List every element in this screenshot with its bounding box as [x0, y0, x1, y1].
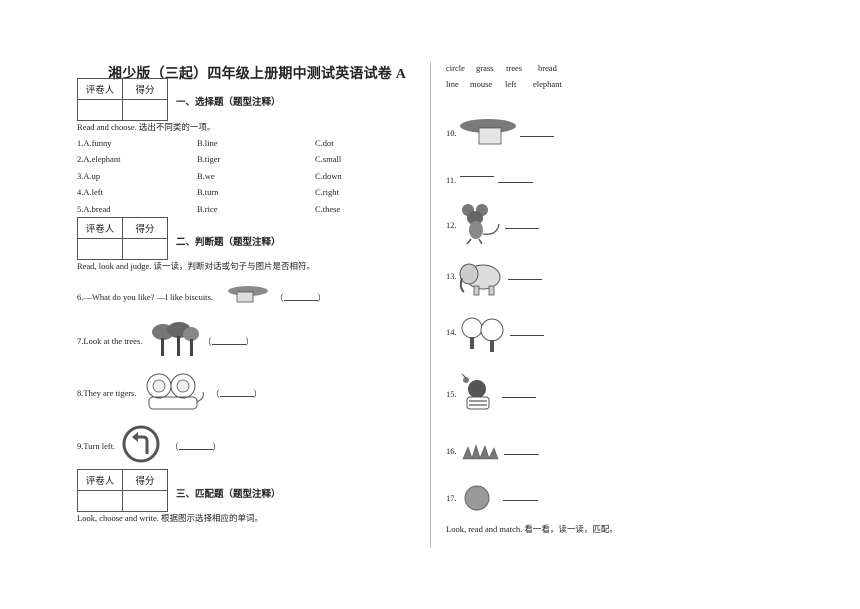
paren-close: ） [253, 389, 263, 399]
reviewer-cell[interactable] [77, 99, 123, 121]
word-left: left [505, 79, 517, 89]
score-cell[interactable] [122, 490, 168, 512]
score-label: 得分 [122, 217, 168, 239]
q15-number: 15. [446, 389, 457, 399]
child-reading-icon [461, 373, 490, 410]
word-mouse: mouse [470, 79, 493, 89]
score-box-3: 评卷人得分 [77, 469, 168, 512]
q3-option-a: 3.A.up [77, 171, 101, 181]
section1-heading: 一、选择题（题型注释） [176, 98, 281, 108]
reviewer-label: 评卷人 [77, 469, 123, 491]
q2-option-b: B.tiger [197, 154, 221, 164]
paren-open: （ [275, 293, 284, 303]
q4-option-c: C.right [315, 187, 339, 197]
q6-text: 6.—What do you like? —I like biscuits. [77, 292, 213, 302]
q7-answer[interactable]: （） [203, 335, 254, 348]
q7-text: 7.Look at the trees. [77, 336, 143, 346]
score-box-2: 评卷人得分 [77, 217, 168, 260]
q11-answer-line[interactable] [498, 182, 533, 183]
column-divider [430, 62, 431, 548]
grass-icon [462, 443, 499, 460]
footer-instruction: Look, read and match. 看一看，读一读，匹配。 [446, 524, 618, 534]
paren-open: （ [170, 442, 179, 452]
page-title: 湘少版（三起）四年级上册期中测试英语试卷 A [108, 67, 407, 82]
turn-left-sign-icon [122, 425, 160, 463]
q13-number: 13. [446, 271, 457, 281]
paren-close: ） [212, 442, 222, 452]
q6-answer[interactable]: （） [275, 291, 326, 304]
score-box-1: 评卷人得分 [77, 78, 168, 121]
q5-option-c: C.these [315, 204, 341, 214]
q8-answer[interactable]: （） [211, 387, 262, 400]
q12-number: 12. [446, 220, 457, 230]
q8-text: 8.They are tigers. [77, 388, 137, 398]
q12-answer-line[interactable] [505, 228, 539, 229]
word-grass: grass [476, 63, 494, 73]
q2-option-c: C.small [315, 154, 342, 164]
paren-close: ） [245, 337, 255, 347]
circle-icon [464, 485, 490, 511]
q1-option-c: C.dot [315, 138, 334, 148]
q10-number: 10. [446, 128, 457, 138]
q16-number: 16. [446, 446, 457, 456]
lions-icon [146, 373, 204, 410]
elephant-icon [459, 263, 501, 296]
bread-icon [460, 119, 516, 145]
q1-option-b: B.line [197, 138, 218, 148]
reviewer-label: 评卷人 [77, 217, 123, 239]
section2-instruction: Read, look and judge. 读一读，判断对话或句子与图片是否相符… [77, 261, 315, 271]
q5-option-b: B.rice [197, 204, 218, 214]
paren-open: （ [211, 389, 220, 399]
q17-number: 17. [446, 493, 457, 503]
q11-number: 11. [446, 175, 457, 185]
q9-text: 9.Turn left. [77, 441, 116, 451]
trees-icon [152, 322, 199, 356]
paren-close: ） [317, 293, 327, 303]
q15-answer-line[interactable] [502, 397, 536, 398]
word-trees: trees [506, 63, 523, 73]
reviewer-label: 评卷人 [77, 78, 123, 100]
reviewer-cell[interactable] [77, 490, 123, 512]
score-cell[interactable] [122, 238, 168, 260]
paren-open: （ [203, 337, 212, 347]
line-picture [460, 176, 494, 177]
q4-option-a: 4.A.left [77, 187, 103, 197]
trees-icon [461, 317, 504, 352]
score-label: 得分 [122, 469, 168, 491]
q2-option-a: 2.A.elephant [77, 154, 121, 164]
q9-answer[interactable]: （） [170, 440, 221, 453]
section3-heading: 三、匹配题（题型注释） [176, 490, 281, 500]
q13-answer-line[interactable] [508, 279, 542, 280]
score-cell[interactable] [122, 99, 168, 121]
q4-option-b: B.turn [197, 187, 219, 197]
word-bread: bread [538, 63, 557, 73]
q16-answer-line[interactable] [504, 454, 539, 455]
q3-option-b: B.we [197, 171, 215, 181]
word-circle: circle [446, 63, 465, 73]
score-label: 得分 [122, 78, 168, 100]
q14-number: 14. [446, 327, 457, 337]
section3-instruction: Look, choose and write. 根据图示选择相应的单词。 [77, 513, 264, 523]
q3-option-c: C.down [315, 171, 342, 181]
q1-option-a: 1.A.funny [77, 138, 112, 148]
section2-heading: 二、判断题（题型注释） [176, 238, 281, 248]
word-line: line [446, 79, 459, 89]
mouse-icon [462, 204, 500, 245]
q14-answer-line[interactable] [510, 335, 544, 336]
biscuit-icon [228, 286, 268, 303]
reviewer-cell[interactable] [77, 238, 123, 260]
q17-answer-line[interactable] [503, 500, 538, 501]
q5-option-a: 5.A.bread [77, 204, 111, 214]
word-elephant: elephant [533, 79, 562, 89]
q10-answer-line[interactable] [520, 136, 554, 137]
section1-instruction: Read and choose. 选出不同类的一项。 [77, 122, 216, 132]
